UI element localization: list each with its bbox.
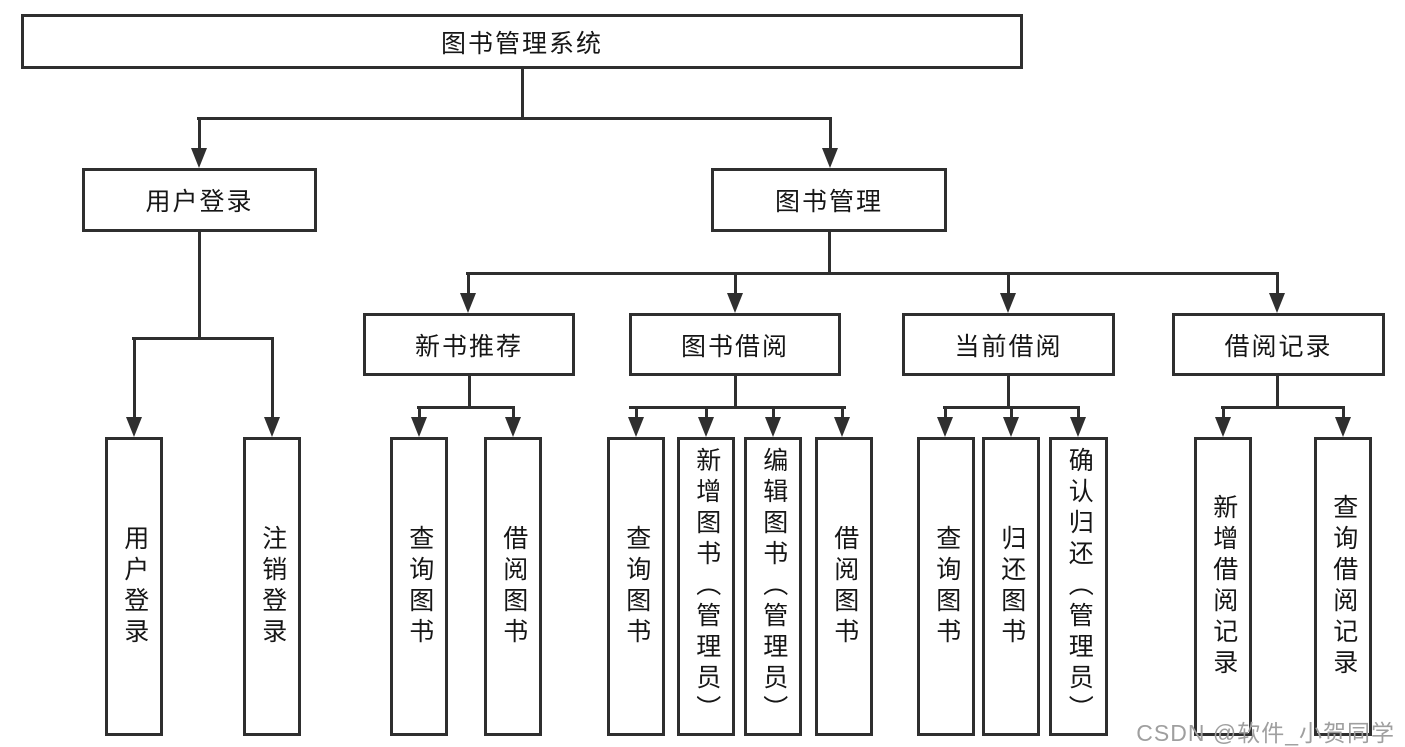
- leaf-borrow-books-recommend: 借阅图书: [484, 437, 542, 736]
- arrow-down-icon: [1070, 417, 1086, 437]
- arrow-down-icon: [411, 417, 427, 437]
- leaf-logout: 注销登录: [243, 437, 301, 736]
- arrow-down-icon: [460, 293, 476, 313]
- arrow-down-icon: [1269, 293, 1285, 313]
- arrow-down-icon: [191, 148, 207, 168]
- node-current-borrowing: 当前借阅: [902, 313, 1115, 376]
- connector-line: [1007, 376, 1010, 407]
- node-borrowing-records: 借阅记录: [1172, 313, 1385, 376]
- connector-line: [1007, 272, 1010, 296]
- connector-line: [1276, 272, 1279, 296]
- node-library-management-system: 图书管理系统: [21, 14, 1023, 69]
- arrow-down-icon: [937, 417, 953, 437]
- node-user-login: 用户登录: [82, 168, 317, 232]
- leaf-add-borrow-record: 新增借阅记录: [1194, 437, 1252, 736]
- connector-line: [512, 406, 515, 420]
- leaf-user-login: 用户登录: [105, 437, 163, 736]
- arrow-down-icon: [727, 293, 743, 313]
- leaf-query-books-borrowing: 查询图书: [607, 437, 665, 736]
- arrow-down-icon: [1003, 417, 1019, 437]
- arrow-down-icon: [1000, 293, 1016, 313]
- connector-line: [468, 376, 471, 407]
- connector-line: [1342, 406, 1345, 420]
- leaf-query-borrow-record: 查询借阅记录: [1314, 437, 1372, 736]
- arrow-down-icon: [264, 417, 280, 437]
- arrow-down-icon: [698, 417, 714, 437]
- connector-line: [1010, 406, 1013, 420]
- connector-line: [521, 69, 524, 117]
- connector-line: [734, 272, 737, 296]
- connector-line: [829, 117, 832, 151]
- connector-line: [197, 117, 831, 120]
- connector-line: [198, 232, 201, 339]
- connector-line: [772, 406, 775, 420]
- connector-line: [828, 232, 831, 274]
- connector-line: [944, 406, 947, 420]
- leaf-return-books: 归还图书: [982, 437, 1040, 736]
- connector-line: [629, 406, 846, 409]
- arrow-down-icon: [505, 417, 521, 437]
- leaf-query-books-current: 查询图书: [917, 437, 975, 736]
- arrow-down-icon: [765, 417, 781, 437]
- connector-line: [635, 406, 638, 420]
- connector-line: [1221, 406, 1345, 409]
- leaf-query-books-recommend: 查询图书: [390, 437, 448, 736]
- connector-line: [466, 272, 1279, 275]
- connector-line: [417, 406, 515, 409]
- connector-line: [133, 337, 136, 420]
- connector-line: [271, 337, 274, 420]
- connector-line: [705, 406, 708, 420]
- connector-line: [198, 117, 201, 151]
- arrow-down-icon: [1335, 417, 1351, 437]
- node-book-borrowing: 图书借阅: [629, 313, 841, 376]
- connector-line: [1276, 376, 1279, 407]
- connector-line: [1077, 406, 1080, 420]
- node-new-book-recommendation: 新书推荐: [363, 313, 575, 376]
- connector-line: [1222, 406, 1225, 420]
- arrow-down-icon: [126, 417, 142, 437]
- connector-line: [418, 406, 421, 420]
- arrow-down-icon: [1215, 417, 1231, 437]
- arrow-down-icon: [822, 148, 838, 168]
- connector-line: [734, 376, 737, 407]
- node-book-management: 图书管理: [711, 168, 947, 232]
- leaf-edit-books-admin: 编辑图书（管理员）: [744, 437, 802, 736]
- connector-line: [132, 337, 274, 340]
- connector-line: [841, 406, 844, 420]
- leaf-add-books-admin: 新增图书（管理员）: [677, 437, 735, 736]
- leaf-borrow-books-borrowing: 借阅图书: [815, 437, 873, 736]
- arrow-down-icon: [628, 417, 644, 437]
- arrow-down-icon: [834, 417, 850, 437]
- csdn-watermark: CSDN @软件_小贺同学: [1136, 720, 1395, 746]
- connector-line: [467, 272, 470, 296]
- leaf-confirm-return-admin: 确认归还（管理员）: [1049, 437, 1108, 736]
